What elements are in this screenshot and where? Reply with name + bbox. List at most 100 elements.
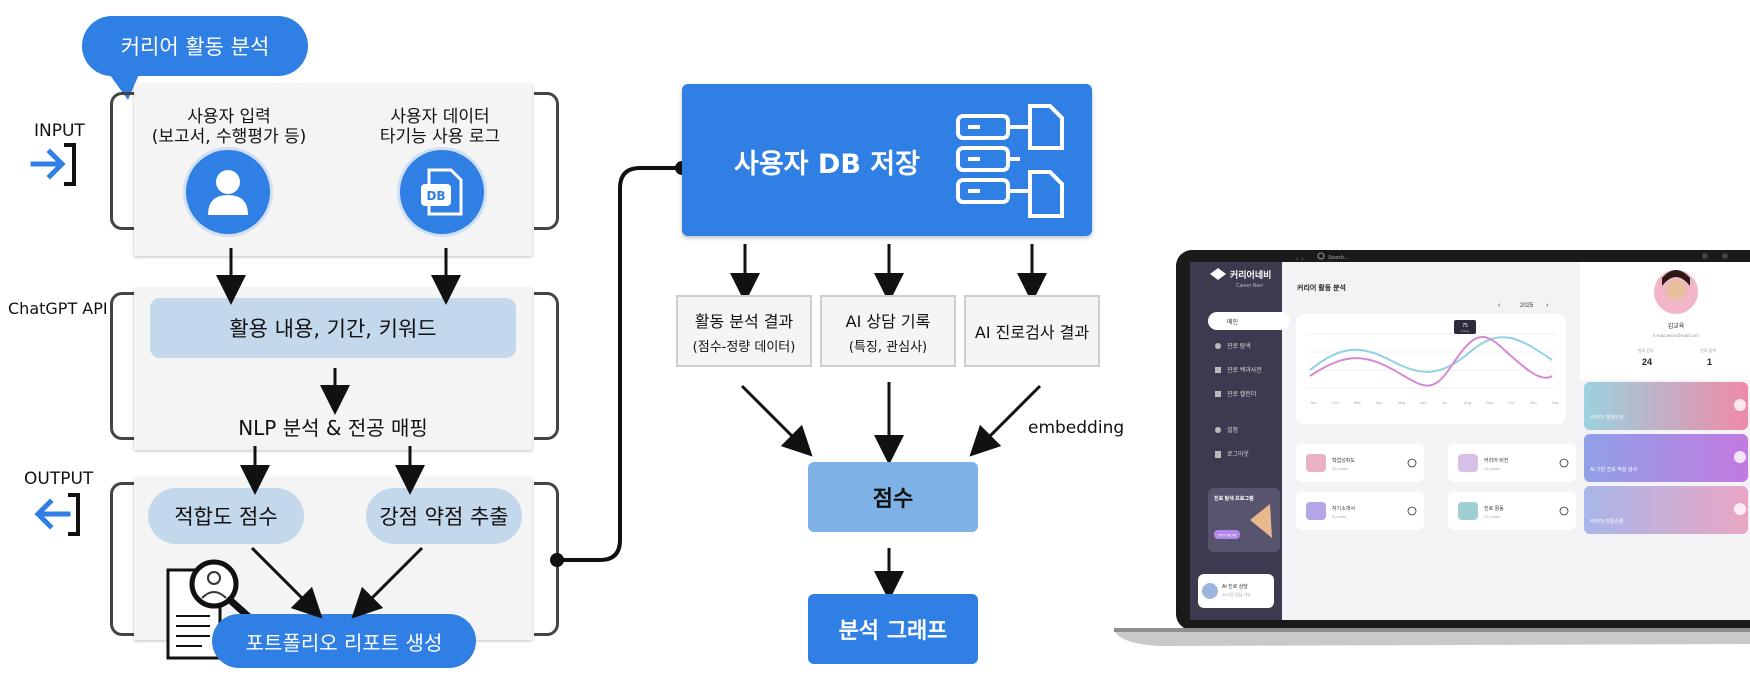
result-counseling-title: AI 상담 기록: [845, 311, 931, 331]
stat2-value: 1: [1707, 357, 1712, 367]
year-next-icon[interactable]: ›: [1546, 302, 1549, 309]
database-file-icon: DB: [400, 150, 484, 234]
nlp-text: NLP 분석 & 전공 매핑: [238, 416, 428, 440]
add-icon[interactable]: [1559, 458, 1569, 468]
laptop-logo-sub: Career Navi: [1236, 283, 1263, 289]
month-tick-label: Jan: [1310, 400, 1316, 405]
nav-item-explore[interactable]: 진로 탐색: [1227, 342, 1251, 350]
bell-icon[interactable]: [1722, 253, 1728, 259]
card-academic-title: 학업성취도: [1332, 457, 1355, 464]
api-label: ChatGPT API: [8, 299, 108, 318]
month-tick-label: Apr: [1376, 400, 1383, 405]
header-bubble-text: 커리어 활동 분석: [120, 35, 270, 59]
card-essay-title: 자기소개서: [1332, 505, 1355, 512]
api-bracket-left: [110, 292, 135, 440]
user-db-title: 사용자 DB 저장: [734, 149, 920, 180]
promo-title: 진로 탐색 프로그램: [1214, 495, 1254, 502]
score-box: 점수: [808, 462, 978, 532]
api-bracket-right: [534, 292, 559, 440]
promo-try-button[interactable]: [1214, 530, 1240, 539]
header-bubble-shape: [82, 16, 308, 100]
series-line-blue: [1309, 336, 1553, 373]
side-card-1-text: 커리어 백과사전: [1590, 414, 1624, 421]
stat1-label: 완료 진로: [1638, 347, 1654, 353]
result-counseling-sub: (특징, 관심사): [848, 339, 928, 355]
card-vision-sub: 24 points: [1484, 466, 1500, 471]
year-selector[interactable]: 2025: [1520, 303, 1534, 309]
card-academic[interactable]: [1296, 444, 1424, 482]
side-card-milestone[interactable]: [1584, 486, 1748, 534]
card-essay[interactable]: [1296, 492, 1424, 530]
output-bracket-left: [110, 482, 135, 636]
output-to-db-connector: [550, 161, 689, 567]
month-tick-label: Oct: [1508, 400, 1515, 405]
stat2-label: 진로 탐색: [1700, 347, 1716, 353]
user-input-title: 사용자 입력: [187, 107, 271, 127]
card-activity[interactable]: [1448, 492, 1576, 530]
promo-try-text[interactable]: TRY NOW: [1218, 533, 1237, 538]
month-tick-label: May: [1398, 400, 1406, 405]
profile-email: k-education@mail.com: [1653, 333, 1699, 338]
middle-flow-arrows: [730, 244, 1047, 600]
result-box-activity: 활동 분석 결과 (점수-정량 데이터): [676, 295, 812, 367]
search-input[interactable]: Search...: [1328, 255, 1348, 261]
analysis-graph-box: 분석 그래프: [808, 594, 978, 664]
result-box-counseling: AI 상담 기록 (특징, 관심사): [820, 295, 956, 367]
input-label: INPUT: [34, 121, 85, 141]
nav-item-encyclopedia[interactable]: 진로 백과사전: [1227, 366, 1262, 374]
month-tick-label: Jun: [1420, 400, 1426, 405]
user-icon: [186, 150, 270, 234]
side-card-3-text: 커리어 라일스톤: [1590, 518, 1624, 525]
card-academic-sub: 30 points: [1332, 466, 1348, 471]
input-icon: [30, 143, 76, 186]
assistant-card[interactable]: [1198, 574, 1274, 608]
nav-item-main[interactable]: 메인: [1227, 318, 1238, 326]
portfolio-report-pill: 포트폴리오 리포트 생성: [212, 614, 476, 668]
chart-tooltip: [1454, 320, 1476, 334]
tooltip-unit: Points: [1461, 329, 1470, 333]
add-icon[interactable]: [1407, 506, 1417, 516]
heart-icon[interactable]: [1734, 503, 1746, 515]
laptop-page-title: 커리어 활동 분석: [1297, 283, 1346, 292]
assistant-title: AI 진로 상담: [1222, 583, 1248, 590]
result-activity-sub: (점수-정량 데이터): [692, 339, 796, 355]
card-vision-title: 커리어 비전: [1484, 457, 1509, 464]
nav-item-logout[interactable]: 로그아웃: [1227, 450, 1250, 458]
nav-main-active[interactable]: [1208, 312, 1290, 330]
month-tick-label: Nov: [1530, 400, 1537, 405]
laptop-logo: 커리어네비: [1230, 269, 1271, 280]
profile-name: 김교육: [1668, 323, 1685, 330]
add-icon[interactable]: [1407, 458, 1417, 468]
user-data-title: 사용자 데이터: [390, 107, 490, 127]
message-icon[interactable]: [1702, 253, 1708, 259]
month-tick-label: Mar: [1354, 400, 1362, 405]
assistant-avatar: [1202, 583, 1218, 599]
heart-icon[interactable]: [1734, 451, 1746, 463]
heart-icon[interactable]: [1734, 399, 1746, 411]
fit-score-pill: 적합도 점수: [148, 488, 304, 544]
nav-back-icon[interactable]: ‹ ›: [1296, 254, 1304, 263]
month-tick-label: Dec: [1552, 400, 1559, 405]
input-bracket-right: [534, 92, 559, 230]
month-tick-label: Jul: [1442, 400, 1447, 405]
embedding-label: embedding: [1028, 418, 1125, 438]
nav-item-settings[interactable]: 설정: [1227, 426, 1238, 434]
user-data-sub: 타기능 사용 로그: [379, 127, 501, 147]
laptop-mockup: 커리어네비 Career Navi 메인 진로 탐색 진로 백과사전 진로 캘린…: [1114, 250, 1750, 646]
user-input-sub: (보고서, 수행평가 등): [151, 127, 307, 147]
keywords-pill: 활용 내용, 기간, 키워드: [150, 298, 516, 358]
year-prev-icon[interactable]: ‹: [1498, 302, 1501, 309]
side-card-aptitude[interactable]: [1584, 434, 1748, 482]
month-tick-label: Sep: [1486, 400, 1494, 405]
card-activity-sub: 17 points: [1484, 514, 1500, 519]
add-icon[interactable]: [1559, 506, 1569, 516]
logo-cap-icon: [1210, 268, 1226, 280]
month-tick-label: Feb: [1332, 400, 1340, 405]
nav-item-calendar[interactable]: 진로 캘린더: [1227, 390, 1256, 398]
side-card-encyclopedia[interactable]: [1584, 382, 1748, 430]
card-vision[interactable]: [1448, 444, 1576, 482]
laptop-chart-card: [1296, 314, 1566, 424]
result-activity-title: 활동 분석 결과: [694, 311, 794, 331]
output-label: OUTPUT: [24, 469, 94, 489]
strength-weakness-pill: 강점 약점 추출: [366, 488, 522, 544]
